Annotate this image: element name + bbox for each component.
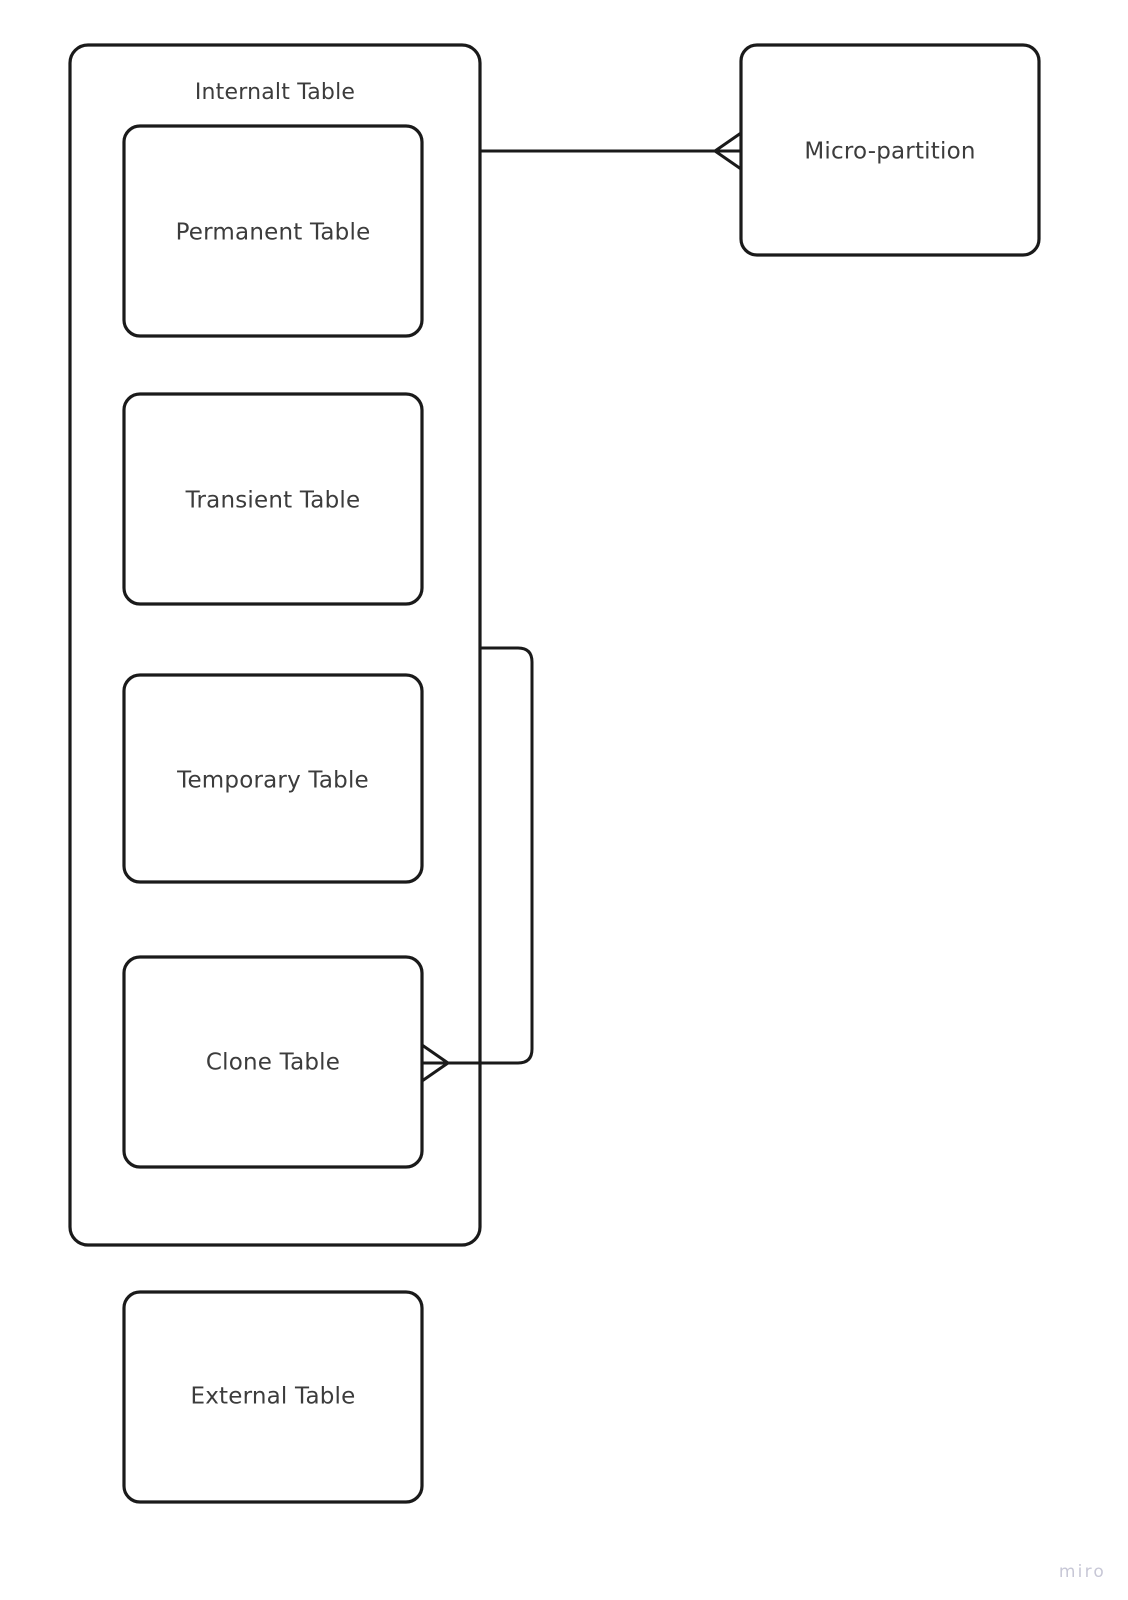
node-temporary-table[interactable]: Temporary Table — [122, 673, 424, 884]
external-table-rect[interactable] — [122, 1290, 424, 1504]
transient-table-label: Transient Table — [185, 488, 361, 514]
crows-foot-icon-clone — [421, 1043, 451, 1083]
clone-table-rect[interactable] — [122, 955, 424, 1169]
edge-internal-to-clone[interactable] — [421, 646, 534, 1083]
temporary-table-rect[interactable] — [122, 673, 424, 884]
crows-foot-icon-micropartition — [712, 131, 742, 171]
micro-partition-label: Micro-partition — [804, 139, 975, 165]
micro-partition-rect[interactable] — [739, 43, 1041, 257]
edge-line-internal-clone[interactable] — [448, 646, 534, 1065]
group-internal-table[interactable]: Internalt Table — [68, 43, 482, 1247]
clone-table-label: Clone Table — [206, 1050, 340, 1076]
temporary-table-label: Temporary Table — [176, 768, 369, 794]
transient-table-rect[interactable] — [122, 392, 424, 606]
edge-internal-to-micropartition[interactable] — [480, 131, 742, 171]
internal-table-container-rect[interactable] — [68, 43, 482, 1247]
node-micro-partition[interactable]: Micro-partition — [739, 43, 1041, 257]
permanent-table-rect[interactable] — [122, 124, 424, 338]
external-table-label: External Table — [190, 1384, 355, 1410]
node-transient-table[interactable]: Transient Table — [122, 392, 424, 606]
node-external-table[interactable]: External Table — [122, 1290, 424, 1504]
permanent-table-label: Permanent Table — [176, 220, 371, 246]
node-permanent-table[interactable]: Permanent Table — [122, 124, 424, 338]
miro-watermark: miro — [1058, 1562, 1106, 1582]
internal-table-title: Internalt Table — [195, 80, 355, 105]
node-clone-table[interactable]: Clone Table — [122, 955, 424, 1169]
